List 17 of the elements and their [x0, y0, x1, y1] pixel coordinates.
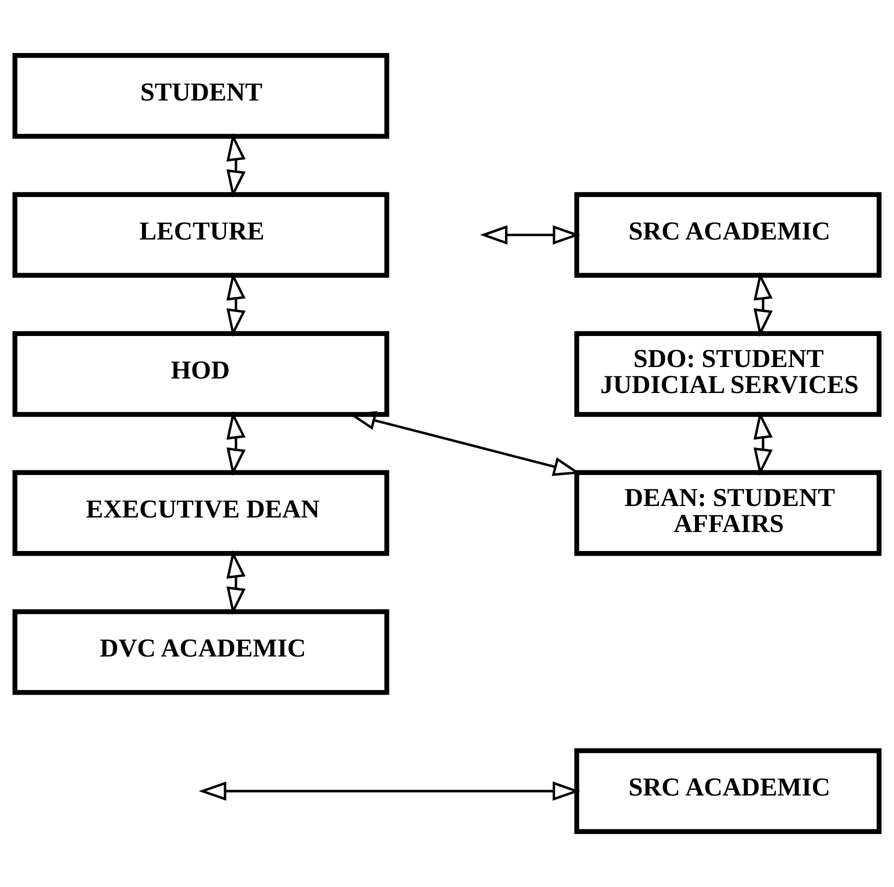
node-box: HOD [12, 331, 390, 417]
arrow [226, 411, 246, 476]
node-box: SRC ACADEMIC [574, 192, 882, 278]
arrow [754, 411, 773, 476]
node-box: EXECUTIVE DEAN [12, 470, 390, 556]
node-box: LECTURE [12, 192, 390, 278]
node-box: STUDENT [12, 53, 390, 139]
node-box: SRC ACADEMIC [574, 748, 882, 834]
arrow [226, 272, 246, 337]
arrow [480, 225, 580, 245]
arrow [198, 781, 580, 801]
node-box: SDO: STUDENT JUDICIAL SERVICES [574, 331, 882, 417]
arrow [226, 550, 246, 615]
arrow [226, 133, 246, 198]
node-box: DEAN: STUDENT AFFAIRS [574, 470, 882, 556]
arrow [754, 272, 773, 337]
node-box: DVC ACADEMIC [12, 609, 390, 695]
